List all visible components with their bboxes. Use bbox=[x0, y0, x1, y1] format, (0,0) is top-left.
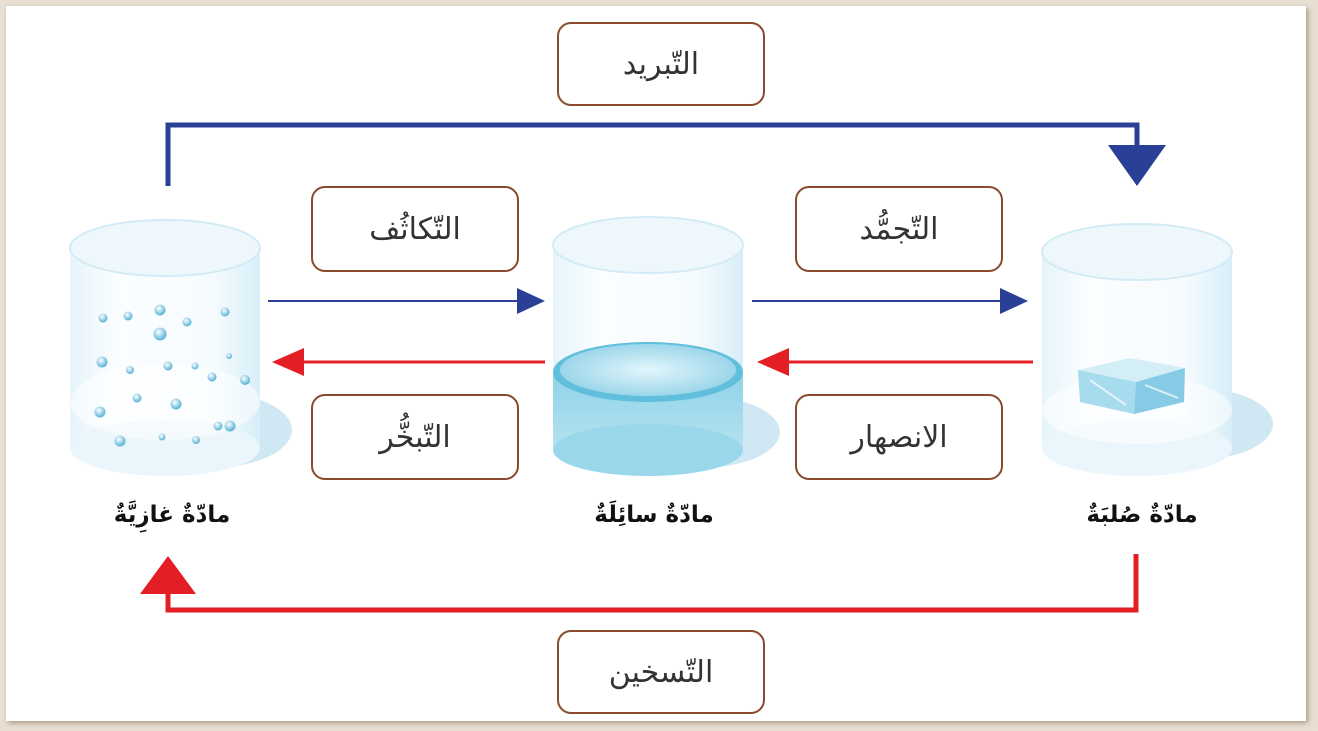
label-condensation: التّكاثُف bbox=[311, 186, 519, 272]
gas-jar-inner-floor bbox=[70, 364, 260, 440]
solid-jar-rim bbox=[1041, 223, 1233, 281]
caption-solid: مادّةٌ صُلبَةٌ bbox=[1086, 502, 1198, 528]
cooling-arrowhead bbox=[1108, 145, 1166, 186]
caption-liquid: مادّةٌ سائِلَةٌ bbox=[594, 502, 714, 528]
gas-jar bbox=[69, 219, 292, 476]
states-of-matter-diagram bbox=[69, 122, 1273, 613]
gas-jar-rim bbox=[69, 219, 261, 277]
label-melting: الانصهار bbox=[795, 394, 1003, 480]
liquid-jar bbox=[552, 216, 780, 476]
label-evaporation: التّبخُّر bbox=[311, 394, 519, 480]
heating-arrow bbox=[165, 554, 1139, 613]
condensation-arrowhead bbox=[517, 288, 545, 314]
label-cooling: التّبريد bbox=[557, 22, 765, 106]
label-heating: التّسخين bbox=[557, 630, 765, 714]
label-freezing: التّجمُّد bbox=[795, 186, 1003, 272]
caption-gas: مادّةٌ غازِيَّةٌ bbox=[113, 502, 231, 528]
freezing-arrowhead bbox=[1000, 288, 1028, 314]
heating-arrowhead bbox=[140, 556, 196, 594]
solid-jar bbox=[1041, 223, 1273, 476]
liquid-water-icon bbox=[553, 342, 743, 476]
gas-bubbles-icon bbox=[94, 304, 250, 447]
diagram-frame: التّبريد التّكاثُف التّجمُّد التّبخُّر ا… bbox=[6, 6, 1306, 721]
cooling-arrow bbox=[165, 122, 1140, 186]
liquid-jar-rim bbox=[552, 216, 744, 274]
ice-cube-icon bbox=[1078, 358, 1185, 414]
melting-arrowhead bbox=[757, 348, 789, 376]
evaporation-arrowhead bbox=[272, 348, 304, 376]
